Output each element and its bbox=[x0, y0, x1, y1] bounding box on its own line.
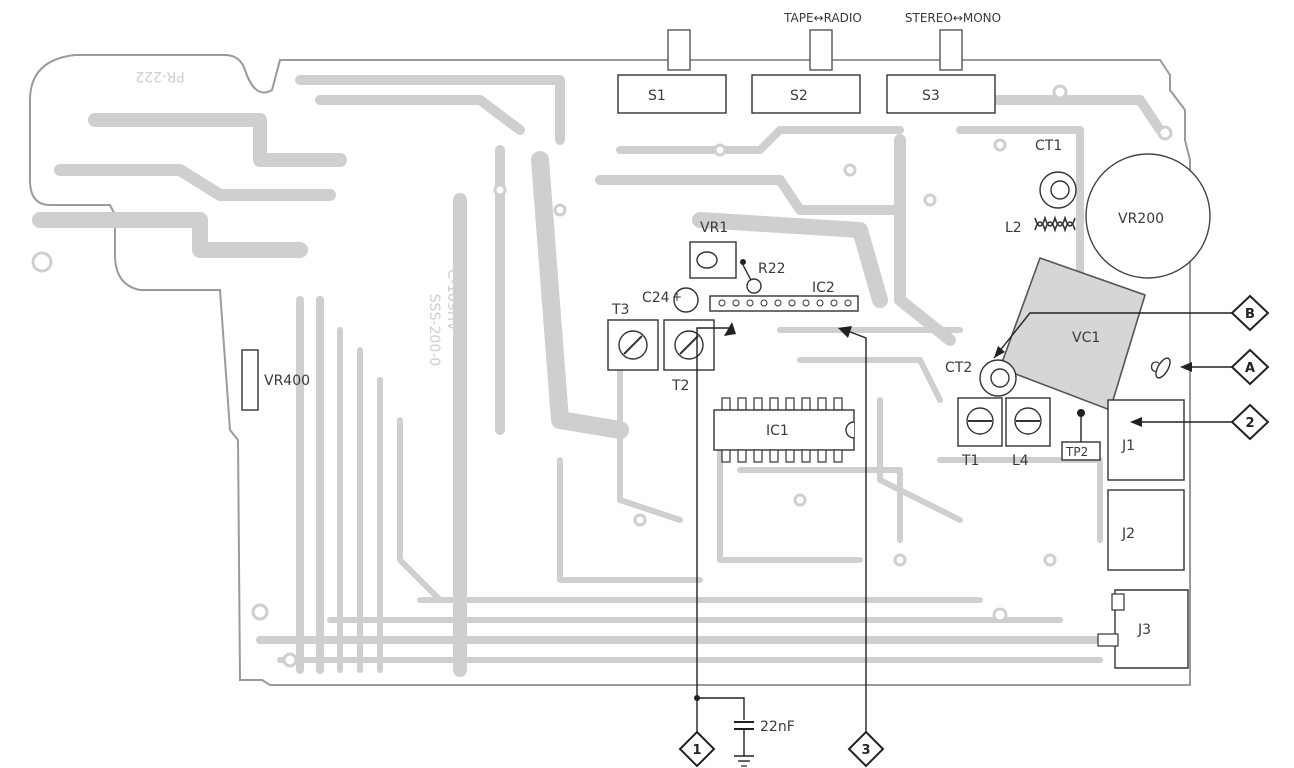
switch-s1[interactable] bbox=[617, 74, 727, 114]
callout-b-text: B bbox=[1245, 307, 1255, 322]
ic1-label: IC1 bbox=[766, 423, 789, 439]
mirror-label-ic-code: C-109HV bbox=[444, 269, 460, 331]
r22-label: R22 bbox=[758, 261, 786, 277]
jack-j3[interactable] bbox=[1114, 589, 1189, 669]
tp2-label: TP2 bbox=[1065, 445, 1088, 459]
trimmer-ct2-adjust-icon bbox=[990, 368, 1010, 388]
switch-s3-label: S3 bbox=[922, 88, 940, 104]
capacitor-c24[interactable] bbox=[673, 287, 699, 313]
trimmer-ct1-adjust-icon bbox=[1050, 180, 1070, 200]
volume-pot-vr200[interactable] bbox=[1085, 153, 1211, 279]
callout-3[interactable]: 3 bbox=[847, 730, 885, 768]
jack-j1[interactable] bbox=[1107, 399, 1185, 481]
t3-slot-icon bbox=[623, 335, 643, 355]
vc1-label: VC1 bbox=[1072, 330, 1100, 346]
callout-a-text: A bbox=[1245, 361, 1255, 376]
resistor-r22[interactable] bbox=[746, 278, 762, 294]
ct1-label: CT1 bbox=[1035, 138, 1062, 154]
solder-pads bbox=[31, 84, 1173, 668]
callout-1[interactable]: 1 bbox=[678, 730, 716, 768]
copper-traces bbox=[32, 75, 1184, 677]
ic2-pins bbox=[718, 299, 852, 307]
ic1-notch-icon bbox=[845, 421, 855, 439]
mirror-label-part-code: SSS-200-0 bbox=[426, 294, 442, 366]
t1-label: T1 bbox=[961, 453, 979, 469]
callout-1-wire bbox=[696, 327, 730, 748]
mirror-label-board-code: PR-222 bbox=[135, 68, 184, 84]
test-point-tp2[interactable] bbox=[1077, 409, 1085, 417]
callout-3-text: 3 bbox=[861, 743, 870, 758]
t2-slot-icon bbox=[679, 335, 699, 355]
vr200-label: VR200 bbox=[1118, 211, 1164, 227]
callout-1-text: 1 bbox=[692, 743, 701, 758]
t3-label: T3 bbox=[611, 302, 629, 318]
s2-function-caption: TAPE↔RADIO bbox=[783, 11, 862, 25]
j1-label: J1 bbox=[1121, 438, 1135, 454]
j2-label: J2 bbox=[1121, 526, 1135, 542]
cap-22nf-lead bbox=[697, 697, 745, 720]
switch-s2[interactable] bbox=[751, 74, 861, 114]
t2-label: T2 bbox=[671, 378, 689, 394]
s3-function-caption: STEREO↔MONO bbox=[905, 11, 1001, 25]
callout-2-text: 2 bbox=[1245, 416, 1254, 431]
ic1-pins-bottom bbox=[721, 449, 843, 463]
capacitor-c1[interactable] bbox=[1153, 356, 1173, 380]
ic2-label: IC2 bbox=[812, 280, 835, 296]
callout-b-wire bbox=[993, 312, 1232, 359]
c24-label: C24 bbox=[642, 290, 670, 306]
switch-s1-label: S1 bbox=[648, 88, 666, 104]
vr1-label: VR1 bbox=[700, 220, 728, 236]
pot-vr400[interactable] bbox=[241, 349, 259, 411]
switch-s3[interactable] bbox=[886, 74, 996, 114]
l2-label: L2 bbox=[1005, 220, 1022, 236]
c24-polarity-icon: + bbox=[672, 290, 682, 304]
vr400-label: VR400 bbox=[264, 373, 310, 389]
cap-22nf-label: 22nF bbox=[760, 719, 795, 735]
callout-b[interactable]: B bbox=[1230, 294, 1270, 332]
vr1-adjust-icon bbox=[696, 251, 718, 269]
callout-3-wire bbox=[844, 329, 867, 748]
j3-label: J3 bbox=[1137, 622, 1151, 638]
callout-a[interactable]: A bbox=[1230, 348, 1270, 386]
l4-label: L4 bbox=[1012, 453, 1029, 469]
switch-tabs bbox=[667, 29, 963, 71]
jack-j2[interactable] bbox=[1107, 489, 1185, 571]
ct2-label: CT2 bbox=[945, 360, 972, 376]
callout-2[interactable]: 2 bbox=[1230, 403, 1270, 441]
switch-s2-label: S2 bbox=[790, 88, 808, 104]
